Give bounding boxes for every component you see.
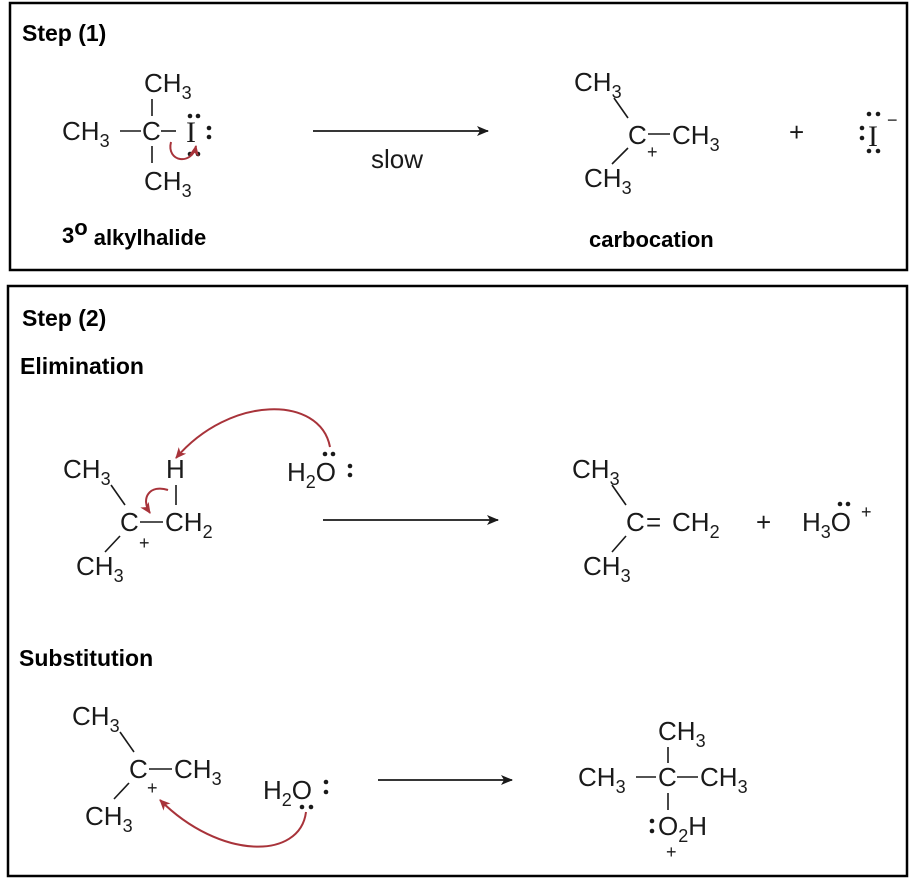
iodine-atom: I <box>868 120 878 153</box>
elimination-water: H2O <box>175 408 353 492</box>
methyl-right: CH3 <box>672 120 720 155</box>
curly-arrow-ch-bond <box>140 487 169 514</box>
step1-heading: Step (1) <box>22 20 106 46</box>
step2-panel: Step (2) Elimination H CH3 C + CH2 CH3 H… <box>6 284 909 878</box>
central-carbon: C <box>658 762 677 792</box>
methyl-top: CH3 <box>72 701 120 736</box>
iodide-ion: I − <box>859 110 898 154</box>
positive-charge: + <box>666 842 677 862</box>
iodine-atom: I <box>186 116 196 149</box>
curly-arrow-water-to-carbon <box>159 799 307 848</box>
elimination-section: Elimination H CH3 C + CH2 CH3 H2O <box>20 353 872 586</box>
bond-top <box>613 97 629 119</box>
methyl-right: CH3 <box>700 762 748 797</box>
methyl-top: CH3 <box>572 454 620 489</box>
methylene-right: CH2 <box>165 507 213 542</box>
methyl-bottom: CH3 <box>584 163 632 198</box>
substitution-water: H2O <box>159 775 329 848</box>
bond-top <box>110 484 126 506</box>
curly-arrow-step1 <box>169 141 199 161</box>
carbocation-structure: CH3 C + CH3 CH3 carbocation <box>574 67 720 252</box>
central-carbon: C <box>142 116 161 146</box>
cation-carbon: C <box>120 507 139 537</box>
methyl-left: CH3 <box>578 762 626 797</box>
methyl-bottom: CH3 <box>85 801 133 836</box>
step2-frame <box>6 284 909 878</box>
double-bond: = <box>646 507 661 537</box>
bond-top <box>611 484 627 506</box>
arrow-label-slow: slow <box>371 144 423 174</box>
curly-arrow-water-to-h <box>175 408 331 459</box>
positive-charge: + <box>647 142 658 162</box>
positive-charge: + <box>139 533 150 553</box>
elimination-carbocation: H CH3 C + CH2 CH3 <box>63 454 213 586</box>
water-molecule: H2O <box>263 775 312 810</box>
bond-bottom <box>611 147 629 165</box>
alkene-product: CH3 C = CH2 CH3 <box>572 454 720 586</box>
alkene-carbon: C <box>626 507 645 537</box>
bond-bottom <box>104 535 121 553</box>
methyl-top: CH3 <box>144 68 192 103</box>
step1-frame <box>8 1 909 272</box>
substitution-heading: Substitution <box>19 645 153 671</box>
methyl-left: CH3 <box>62 116 110 151</box>
substitution-section: Substitution CH3 C + CH3 CH3 H2O <box>19 645 748 862</box>
methylene-right: CH2 <box>672 507 720 542</box>
plus-sign: + <box>756 507 771 537</box>
methyl-bottom: CH3 <box>583 551 631 586</box>
bond-bottom <box>611 535 627 553</box>
bond-top <box>119 731 135 753</box>
carbocation-label: carbocation <box>589 227 714 252</box>
methyl-top: CH3 <box>658 716 706 751</box>
methyl-right: CH3 <box>174 754 222 789</box>
oxonium-product: CH3 CH3 C CH3 O2H + <box>578 716 748 862</box>
plus-sign: + <box>789 117 804 147</box>
water-molecule: H2O <box>287 457 336 492</box>
hydronium-formula: H3O <box>802 507 851 542</box>
hydrogen-atom: H <box>166 454 185 484</box>
oxonium-group: O2H <box>658 811 707 846</box>
methyl-bottom: CH3 <box>144 166 192 201</box>
step2-heading: Step (2) <box>22 305 106 331</box>
negative-charge: − <box>887 110 898 130</box>
methyl-top: CH3 <box>63 454 111 489</box>
methyl-top: CH3 <box>574 67 622 102</box>
positive-charge: + <box>861 502 872 522</box>
cation-carbon: C <box>129 754 148 784</box>
positive-charge: + <box>147 778 158 798</box>
bond-bottom <box>113 782 130 800</box>
elimination-heading: Elimination <box>20 353 144 379</box>
hydronium-ion: H3O + <box>802 501 872 542</box>
cation-carbon: C <box>628 120 647 150</box>
substitution-carbocation: CH3 C + CH3 CH3 <box>72 701 222 836</box>
methyl-bottom: CH3 <box>76 551 124 586</box>
